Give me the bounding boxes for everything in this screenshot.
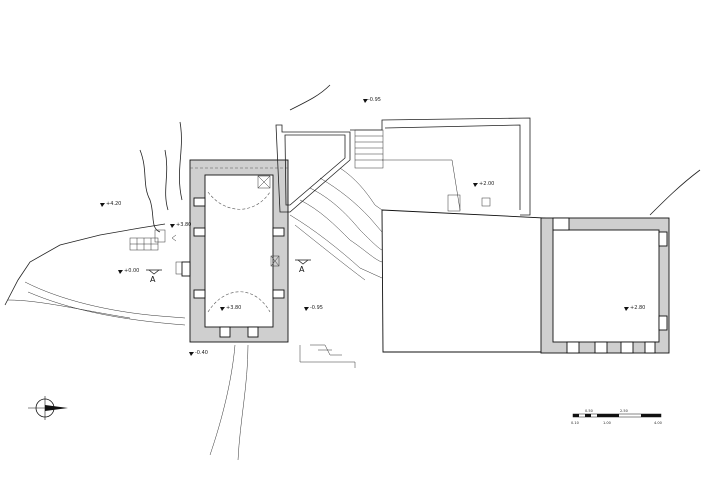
terrain-lines xyxy=(4,84,701,461)
elevation-label: +3.80 xyxy=(176,222,191,228)
elevation-label: +3.80 xyxy=(226,305,241,311)
scale-label: 1.00 xyxy=(603,421,611,425)
courtyard-north xyxy=(275,117,531,216)
elevation-mark: -0.95 xyxy=(363,97,381,103)
elevation-mark: +3.80 xyxy=(220,305,241,311)
elevation-mark: +4.20 xyxy=(100,201,121,207)
scale-bar: 0.50 2.50 0.10 1.00 4.00 xyxy=(571,409,662,425)
section-marker-east: A xyxy=(295,259,311,274)
elevation-label: +4.20 xyxy=(106,201,121,207)
elevation-label: -0.95 xyxy=(310,305,323,311)
elevation-mark: -0.40 xyxy=(189,350,208,356)
scale-label: 0.50 xyxy=(585,409,593,413)
elevation-mark: +3.80 xyxy=(170,222,191,228)
section-label: A xyxy=(299,265,305,274)
scale-label: 0.10 xyxy=(571,421,579,425)
elevation-mark: +2.80 xyxy=(624,305,645,311)
elevation-label: -0.95 xyxy=(368,97,381,103)
north-arrow-icon xyxy=(28,396,68,420)
elevation-mark: +0.00 xyxy=(118,268,139,274)
elevation-label: +0.00 xyxy=(124,268,139,274)
east-building xyxy=(540,217,670,354)
elevation-label: -0.40 xyxy=(195,350,208,356)
stairs-north xyxy=(354,129,384,169)
elevation-mark: -0.95 xyxy=(304,305,323,311)
scale-label: 2.50 xyxy=(620,409,628,413)
south-step xyxy=(299,344,356,368)
section-marker-west: A xyxy=(146,269,162,284)
elevation-label: +2.00 xyxy=(479,181,494,187)
chapel xyxy=(171,159,289,343)
central-block xyxy=(381,209,546,353)
scale-label: 4.00 xyxy=(654,421,662,425)
elevation-label: +2.80 xyxy=(630,305,645,311)
section-label: A xyxy=(150,275,156,284)
elevation-mark: +2.00 xyxy=(473,181,494,187)
